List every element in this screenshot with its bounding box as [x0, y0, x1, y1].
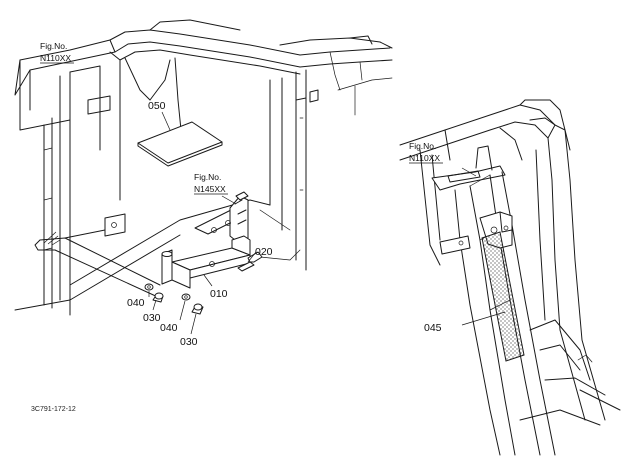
part-040-washer-b — [181, 293, 191, 301]
hinge-assembly — [194, 191, 249, 245]
part-045-grip-strip — [481, 231, 525, 362]
leader-lines-left — [148, 111, 257, 335]
label-030-b: 030 — [180, 336, 198, 348]
label-030-a: 030 — [143, 312, 161, 324]
part-050-manual — [137, 121, 223, 167]
ref-right-line2: N110XX — [409, 153, 440, 163]
leader-lines-right — [461, 167, 506, 326]
label-040-a: 040 — [127, 297, 145, 309]
ref-hinge-line1: Fig.No. — [194, 172, 221, 182]
label-010: 010 — [210, 288, 228, 300]
ref-hinge-line2: N145XX — [194, 184, 226, 194]
figure-code: 3C791-172-12 — [31, 406, 76, 413]
label-040-b: 040 — [160, 322, 178, 334]
label-045: 045 — [424, 322, 442, 334]
part-number-labels: 050 020 010 040 030 040 030 045 — [127, 100, 442, 348]
part-040-washer-a — [144, 283, 154, 291]
part-020-bolt — [237, 251, 263, 272]
label-020: 020 — [255, 246, 273, 258]
cabin-frame-left-view — [14, 19, 393, 316]
ref-left-line1: Fig.No. — [40, 41, 67, 51]
ref-left-line2: N110XX — [40, 53, 71, 63]
part-010-bracket — [161, 235, 251, 289]
figure-references: Fig.No. N110XX Fig.No. N145XX Fig.No. N1… — [40, 41, 443, 195]
ref-right-line1: Fig.No. — [409, 141, 436, 151]
label-050: 050 — [148, 100, 166, 112]
part-030-bolt-b — [191, 303, 204, 315]
part-030-bolt-a — [152, 292, 164, 303]
